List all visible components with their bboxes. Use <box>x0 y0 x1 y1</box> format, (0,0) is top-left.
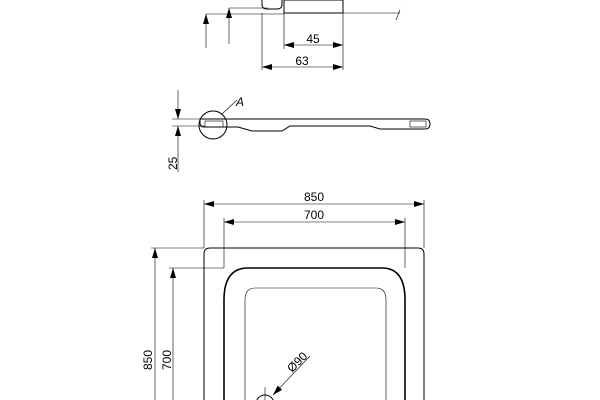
drain-diameter-label: Ø90 <box>284 349 310 375</box>
detail-a-label: A <box>235 95 244 109</box>
dim-63-label: 63 <box>295 54 309 68</box>
dim-width-850-label: 850 <box>304 190 324 204</box>
dim-depth-700-label: 700 <box>160 350 174 370</box>
tray-outer-edge <box>203 247 425 400</box>
plan-view <box>151 200 425 400</box>
hatched-section <box>283 0 344 14</box>
side-profile-view <box>172 90 431 172</box>
dim-width-700-label: 700 <box>304 208 324 222</box>
detail-section-view <box>203 0 401 70</box>
dim-depth-850-label: 850 <box>141 350 155 370</box>
tray-inner-rim <box>223 267 406 400</box>
detail-a-circle <box>198 110 228 140</box>
tray-basin <box>244 287 387 400</box>
edge-profile <box>261 0 283 10</box>
drain-leader <box>272 355 311 396</box>
dim-25-label: 25 <box>166 156 180 170</box>
dim-45-label: 45 <box>306 32 320 46</box>
